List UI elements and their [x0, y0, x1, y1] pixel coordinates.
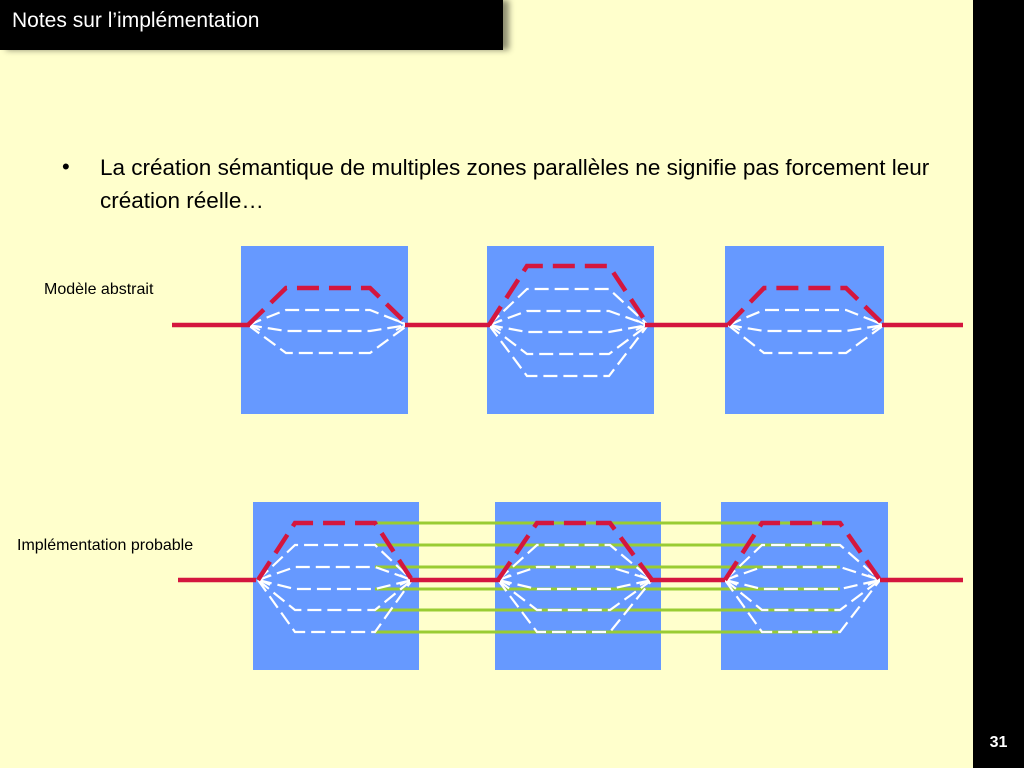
parallel-threads — [247, 287, 885, 634]
parallel-thread — [497, 578, 653, 591]
right-sidebar — [973, 0, 1024, 768]
parallel-thread — [488, 287, 649, 326]
title-bar: Notes sur l’implémentation — [0, 0, 503, 50]
parallel-thread — [497, 543, 653, 581]
bullet-marker: • — [62, 154, 70, 179]
main-thread-branch — [256, 520, 414, 582]
main-thread-branch — [246, 285, 410, 327]
zone-box — [253, 502, 419, 670]
parallel-thread — [247, 323, 409, 333]
parallel-thread — [488, 309, 649, 327]
parallel-thread — [724, 543, 881, 581]
arrow-head — [867, 574, 881, 586]
parallel-thread — [488, 324, 649, 378]
parallel-thread — [257, 543, 413, 581]
zone-box — [241, 246, 408, 414]
parallel-thread — [497, 579, 653, 634]
main-thread-branch — [487, 263, 650, 327]
page-number: 31 — [989, 734, 1008, 751]
parallel-thread — [488, 324, 649, 356]
parallel-thread — [724, 579, 881, 612]
implementation-label: Implémentation probable — [17, 537, 194, 554]
parallel-thread — [247, 308, 409, 327]
parallel-thread — [727, 308, 885, 327]
parallel-thread — [497, 579, 653, 612]
main-thread-branch — [496, 520, 654, 582]
parallel-thread — [257, 579, 413, 612]
parallel-thread — [488, 323, 649, 334]
parallel-thread — [724, 579, 881, 634]
abstract-model-label: Modèle abstrait — [44, 281, 154, 298]
parallel-thread — [257, 579, 413, 634]
zone-boxes — [241, 246, 888, 670]
parallel-thread — [727, 324, 885, 355]
slide-title: Notes sur l’implémentation — [12, 9, 260, 32]
zone-box — [725, 246, 884, 414]
parallel-thread — [497, 565, 653, 582]
bullet-text: La création sémantique de multiples zone… — [100, 155, 930, 213]
main-thread-branch — [726, 285, 886, 327]
main-threads — [172, 263, 963, 583]
main-thread-branch — [723, 520, 882, 582]
parallel-thread — [247, 324, 409, 355]
